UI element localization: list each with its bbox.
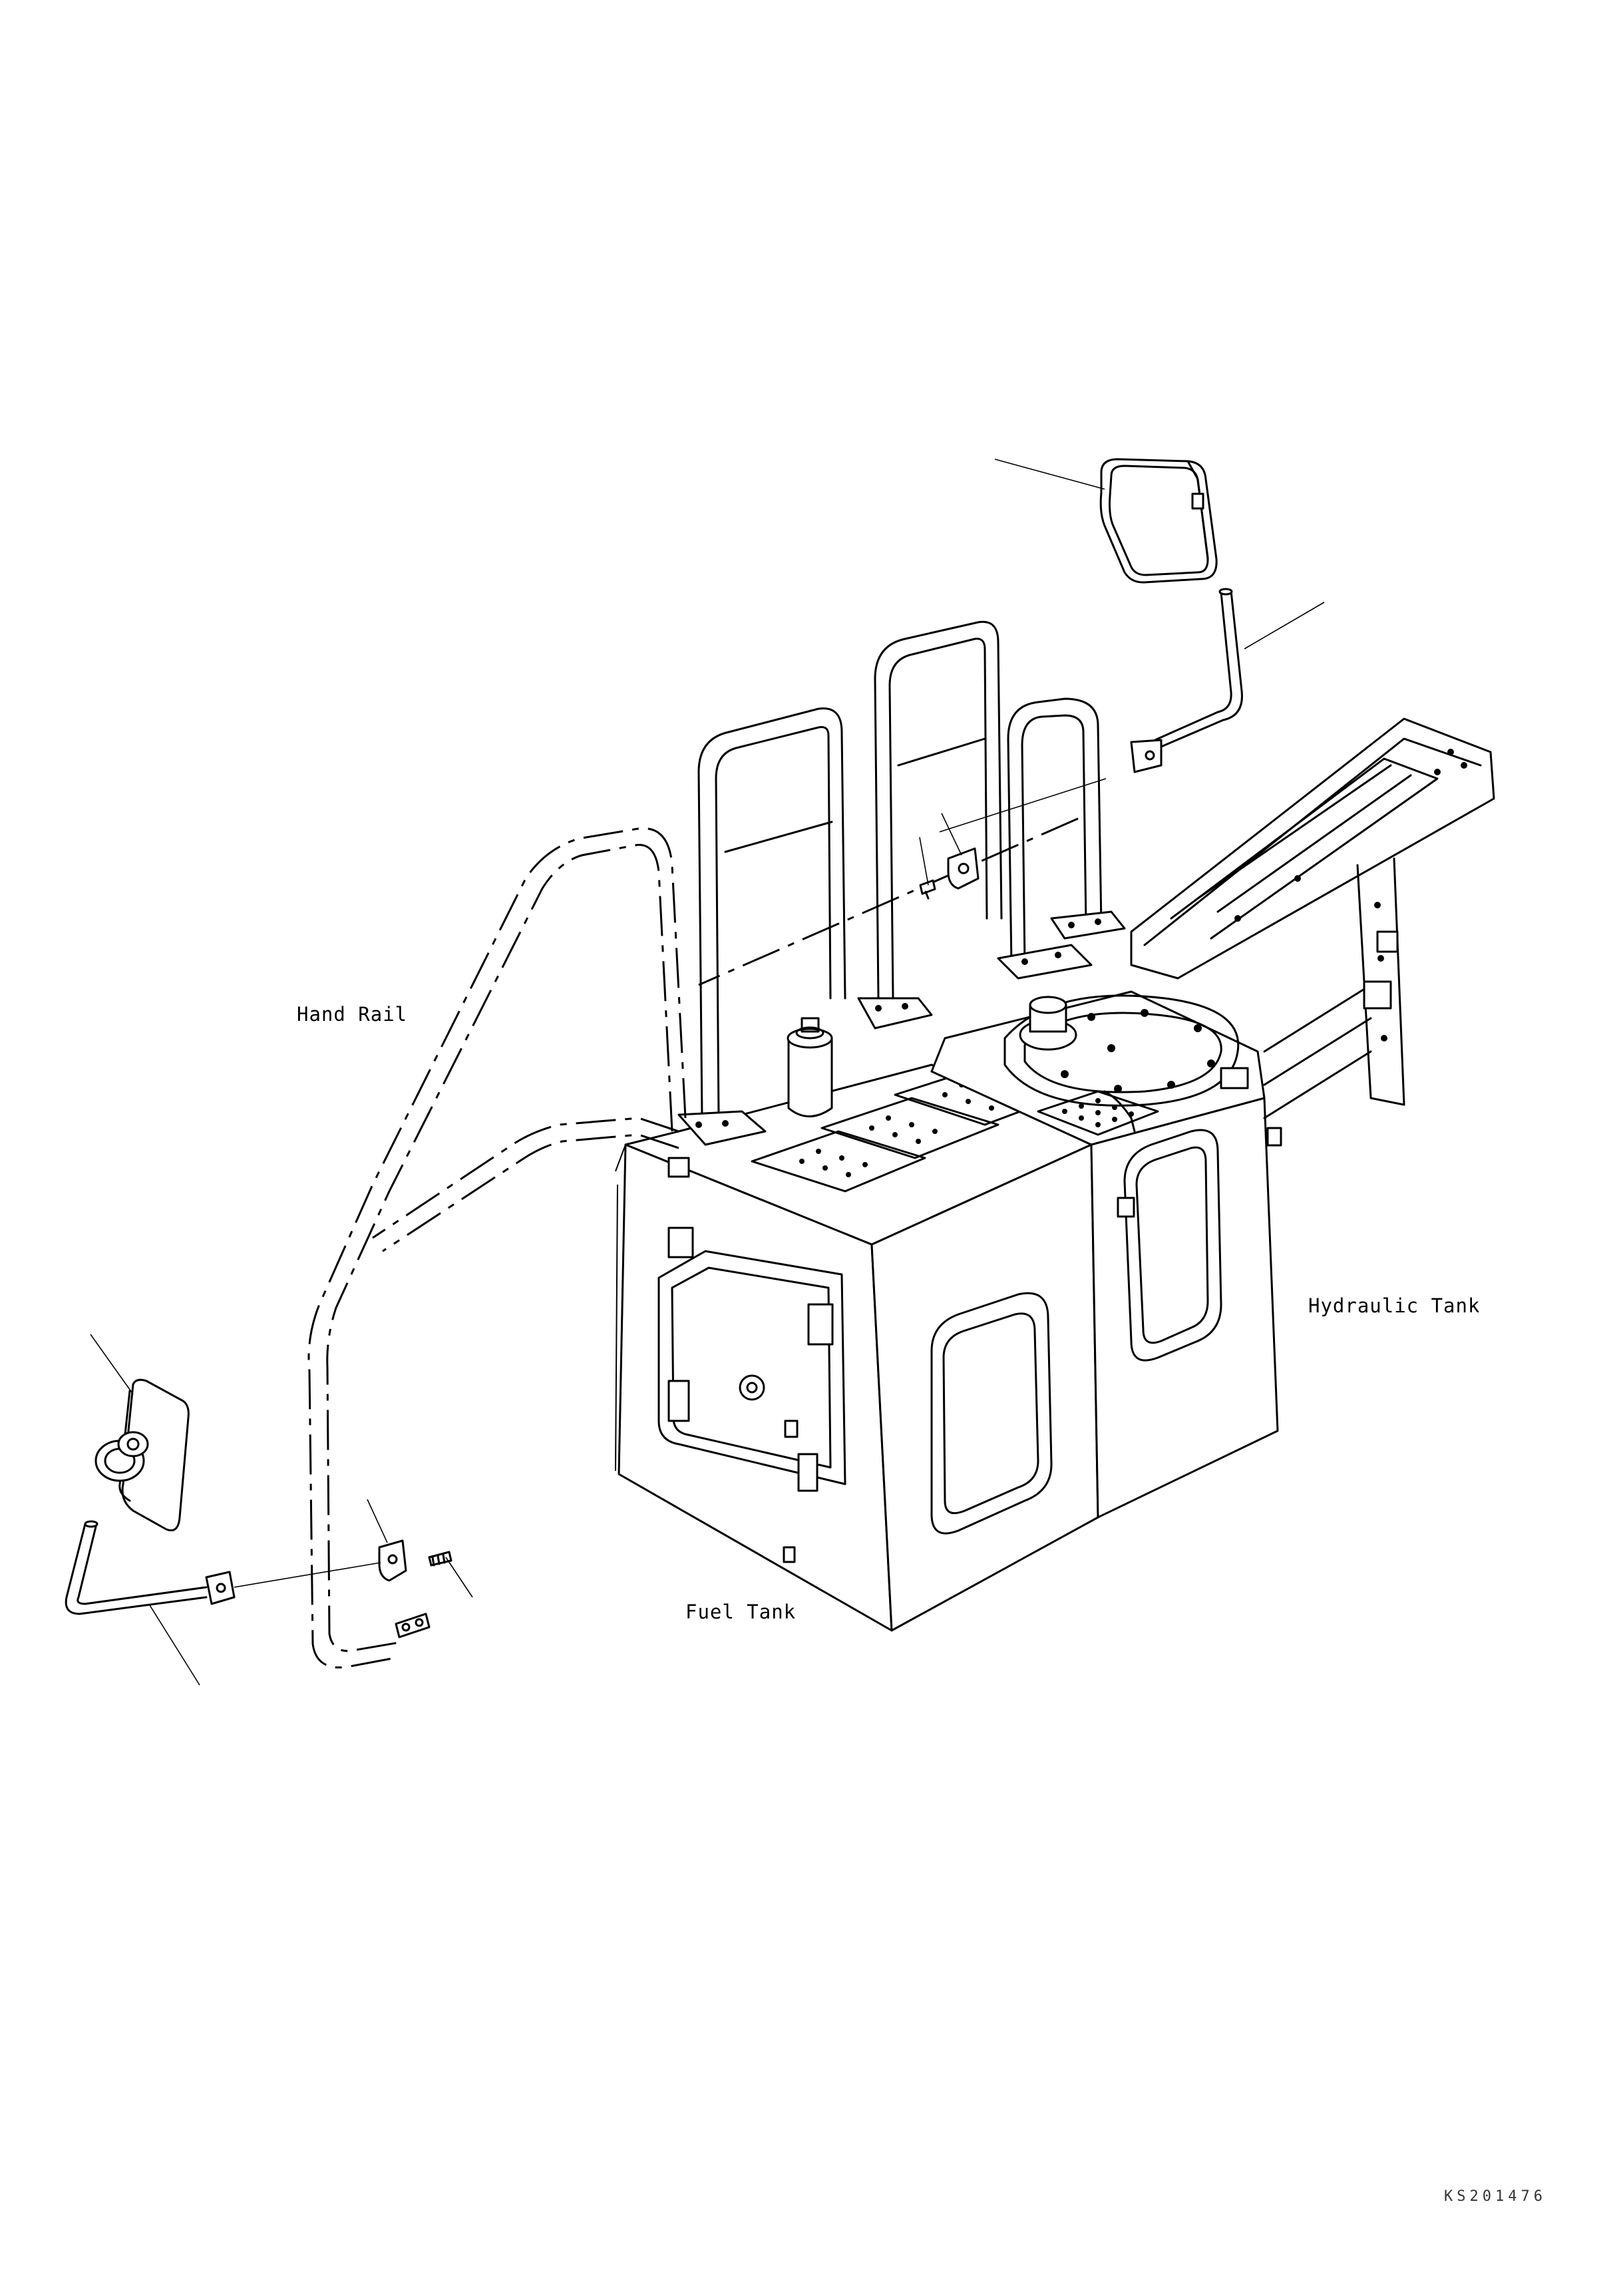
mirror-lower — [65, 1378, 236, 1615]
leader-lines — [90, 459, 1325, 1686]
machine-frame — [1130, 717, 1495, 1119]
mirror-upper — [1099, 458, 1243, 773]
drawing-number: KS201476 — [1444, 2188, 1546, 2205]
hydraulic-tank-body — [930, 990, 1282, 1519]
hand-rail-loops — [677, 620, 1126, 1146]
bracket-bolt-upper — [919, 847, 980, 900]
fuel-tank-label: Fuel Tank — [685, 1601, 797, 1623]
hand-rail-phantom — [307, 817, 1079, 1669]
fuel-tank-body — [615, 1017, 1099, 1632]
bracket-bolt-lower — [378, 1539, 452, 1638]
hand-rail-label: Hand Rail — [297, 1003, 408, 1026]
hydraulic-tank-label: Hydraulic Tank — [1308, 1294, 1481, 1317]
